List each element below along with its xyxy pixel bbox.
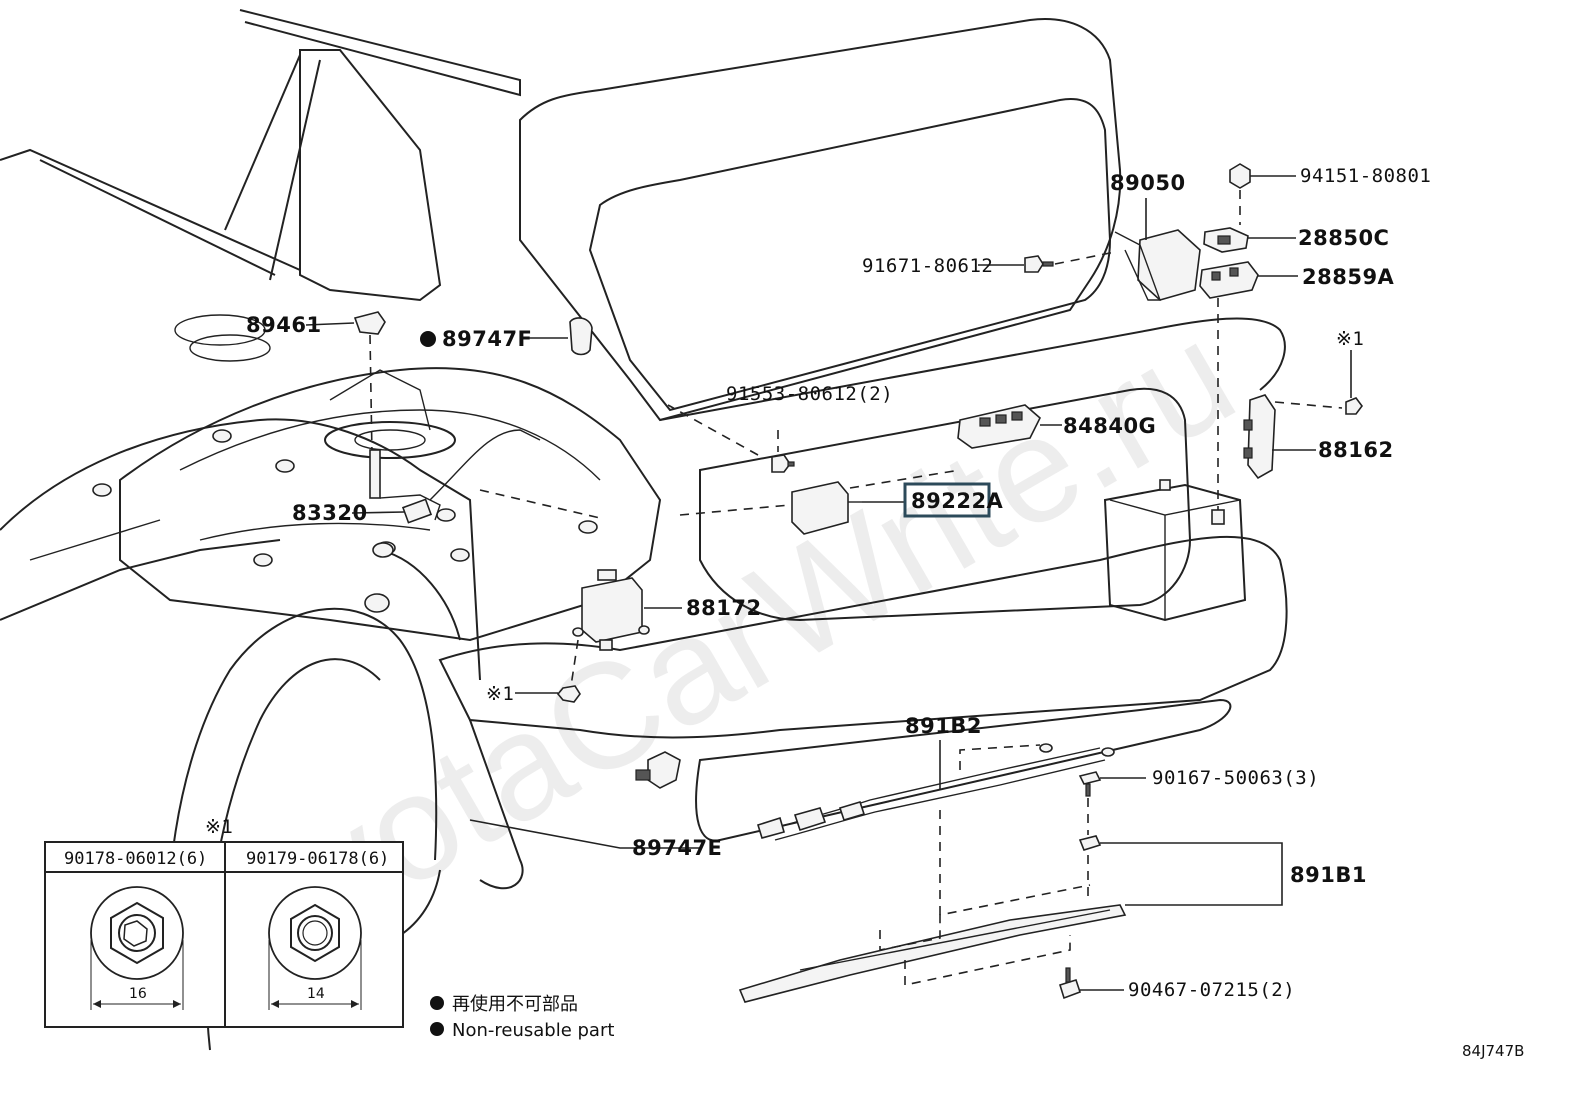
- leader-891B1: [1100, 842, 1283, 906]
- label-28850C[interactable]: 28850C: [1298, 226, 1389, 250]
- nut-ref1-left[interactable]: [556, 685, 581, 703]
- part-88172[interactable]: [572, 569, 650, 651]
- label-89461[interactable]: 89461: [246, 313, 322, 337]
- nut-ref1-right[interactable]: [1345, 397, 1363, 415]
- vehicle-body-outline: [0, 9, 1288, 1051]
- flange-nut-2-drawing: [268, 886, 362, 1010]
- part-89747F[interactable]: [569, 317, 593, 356]
- part-90467-clip[interactable]: [1059, 967, 1082, 1000]
- table-col1-part: 90178-06012(6): [64, 849, 207, 869]
- leader-89461: [305, 322, 355, 326]
- dash-91553-b: [667, 404, 759, 456]
- label-83320[interactable]: 83320: [292, 501, 368, 525]
- part-91671-bolt[interactable]: [1024, 255, 1054, 273]
- part-91553-bolt[interactable]: [771, 454, 795, 473]
- part-labels: 89461 89747F 83320 88172 ※1 89747E 91553…: [246, 165, 1431, 1001]
- label-94151[interactable]: 94151-80801: [1300, 165, 1431, 187]
- non-reusable-mark-89747F: [420, 331, 436, 347]
- part-891B2[interactable]: [757, 743, 1115, 841]
- legend-jp: 再使用不可部品: [452, 994, 578, 1015]
- label-ref1-right: ※1: [1336, 328, 1364, 350]
- leader-89747E: [469, 819, 700, 849]
- label-89222A[interactable]: 89222A: [911, 489, 1004, 513]
- cargo-box-outline: [1103, 479, 1247, 622]
- legend: 再使用不可部品 Non-reusable part: [430, 994, 614, 1041]
- label-84840G[interactable]: 84840G: [1063, 414, 1156, 438]
- label-28859A[interactable]: 28859A: [1302, 265, 1395, 289]
- table-col1-dimension: 16: [129, 986, 147, 1002]
- leader-83320: [351, 511, 405, 514]
- label-891B2[interactable]: 891B2: [905, 714, 982, 738]
- legend-en: Non-reusable part: [452, 1020, 614, 1041]
- label-89747E[interactable]: 89747E: [632, 836, 722, 860]
- table-col2-part: 90179-06178(6): [246, 849, 389, 869]
- label-ref1-left: ※1: [486, 683, 514, 705]
- label-89747F[interactable]: 89747F: [442, 327, 532, 351]
- label-88172[interactable]: 88172: [686, 596, 762, 620]
- label-91671[interactable]: 91671-80612: [862, 255, 993, 277]
- dash-91671: [1054, 251, 1116, 265]
- dash-83320: [479, 489, 601, 519]
- filler-neck: [324, 369, 456, 459]
- part-89222A[interactable]: [791, 481, 862, 535]
- legend-bullet-2: [430, 1022, 444, 1036]
- part-88162[interactable]: [1243, 394, 1276, 480]
- label-88162[interactable]: 88162: [1318, 438, 1394, 462]
- label-90467[interactable]: 90467-07215(2): [1128, 979, 1295, 1001]
- part-28859A[interactable]: [1199, 261, 1259, 299]
- dash-891B1-b: [879, 884, 1091, 951]
- dash-88172: [570, 639, 579, 687]
- part-28850C[interactable]: [1203, 227, 1249, 253]
- part-90167-clip[interactable]: [1078, 771, 1102, 797]
- part-89050[interactable]: [1114, 229, 1201, 301]
- reference-table: ※1 90178-06012(6) 90179-06178(6) 16: [44, 816, 404, 1028]
- label-91553[interactable]: 91553-80612(2): [726, 383, 893, 405]
- part-89747E[interactable]: [635, 751, 681, 789]
- dash-88162: [1274, 401, 1343, 409]
- dash-89222A-b: [849, 469, 961, 489]
- dash-89222A: [679, 504, 791, 516]
- label-891B1[interactable]: 891B1: [1290, 863, 1367, 887]
- part-89461[interactable]: [353, 311, 386, 335]
- hose-coil: [174, 314, 271, 362]
- legend-bullet-1: [430, 996, 444, 1010]
- table-mark: ※1: [205, 816, 233, 838]
- dash-89461: [369, 334, 373, 456]
- part-83320[interactable]: [369, 429, 541, 558]
- highlight-box-89222A: [903, 482, 991, 518]
- part-94151-nut[interactable]: [1229, 163, 1251, 189]
- table-col2-dimension: 14: [307, 986, 325, 1002]
- dash-891B2-b: [959, 744, 1041, 770]
- figure-id: 84J747B: [1462, 1042, 1524, 1060]
- part-84840G[interactable]: [957, 404, 1041, 449]
- label-89050[interactable]: 89050: [1110, 171, 1186, 195]
- flange-nut-1-drawing: [90, 886, 184, 1010]
- label-90167[interactable]: 90167-50063(3): [1152, 767, 1319, 789]
